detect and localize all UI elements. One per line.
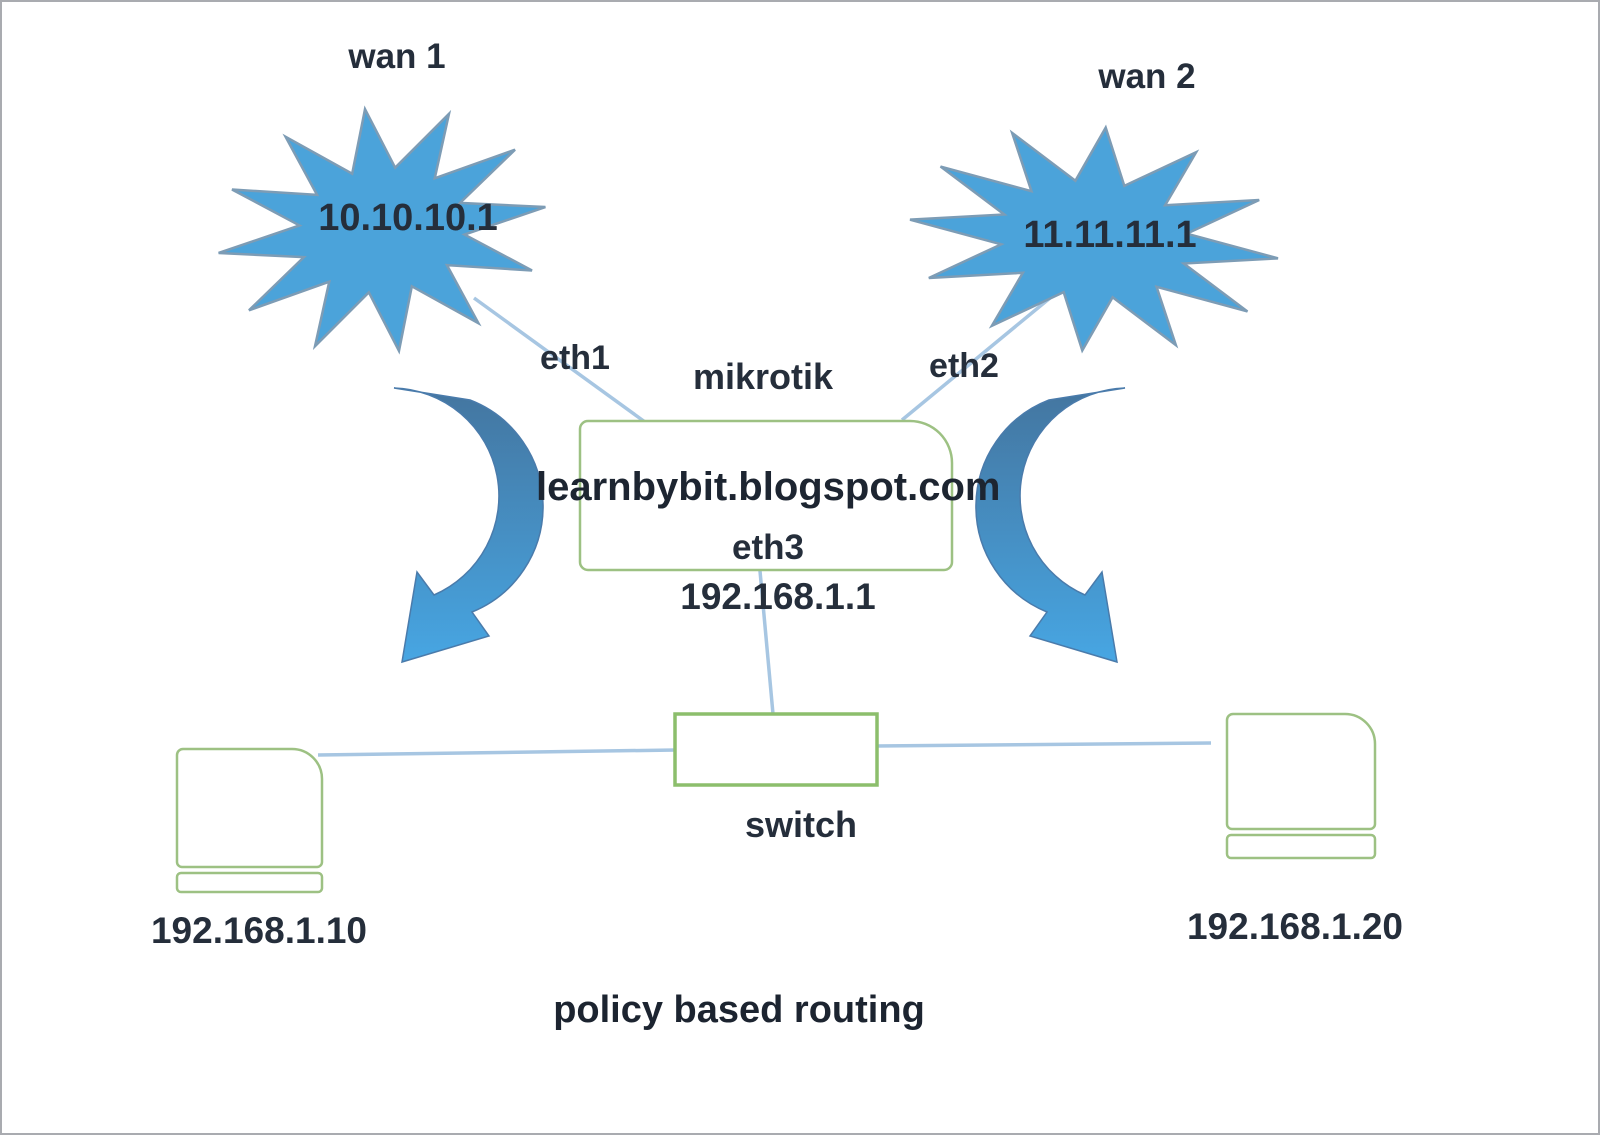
wan1-ip-label: 10.10.10.1: [318, 197, 498, 239]
router-label: mikrotik: [692, 356, 834, 397]
pc-right-ip-label: 192.168.1.20: [1186, 906, 1404, 947]
curved-arrow-down-left-icon: [393, 387, 544, 664]
router-hostname-label: learnbybit.blogspot.com: [536, 465, 1001, 509]
link-router-switch-line: [757, 559, 775, 715]
link-wan1-router-line: [472, 296, 647, 424]
wan2-starburst-cloud-icon: [909, 124, 1279, 354]
wan1-label: wan 1: [348, 37, 446, 76]
router-interface-eth2-label: eth2: [929, 347, 999, 385]
pc-left-base: [175, 871, 324, 894]
diagram-title: policy based routing: [553, 989, 925, 1031]
pc-right-desktop-computer-icon: [1225, 712, 1377, 831]
switch-box: [673, 712, 879, 787]
router-interface-eth1-label: eth1: [540, 339, 610, 377]
curved-arrow-down-right-icon: [975, 387, 1126, 664]
pc-left-desktop-computer-icon: [175, 747, 324, 869]
link-switch-pc-right-line: [875, 741, 1212, 748]
link-switch-pc-left-line: [317, 748, 677, 757]
wan2-ip-label: 11.11.11.1: [1023, 214, 1197, 256]
pc-left-ip-label: 192.168.1.10: [150, 910, 368, 951]
router-interface-eth3-label: eth3: [732, 528, 804, 567]
switch-label: switch: [744, 804, 858, 845]
wan1-starburst-cloud-icon: [218, 105, 546, 355]
router-lan-ip-label: 192.168.1.1: [680, 576, 876, 617]
router-box: [578, 419, 954, 572]
link-wan2-router-line: [900, 296, 1052, 422]
pc-right-base: [1225, 833, 1377, 860]
wan2-label: wan 2: [1098, 57, 1196, 96]
